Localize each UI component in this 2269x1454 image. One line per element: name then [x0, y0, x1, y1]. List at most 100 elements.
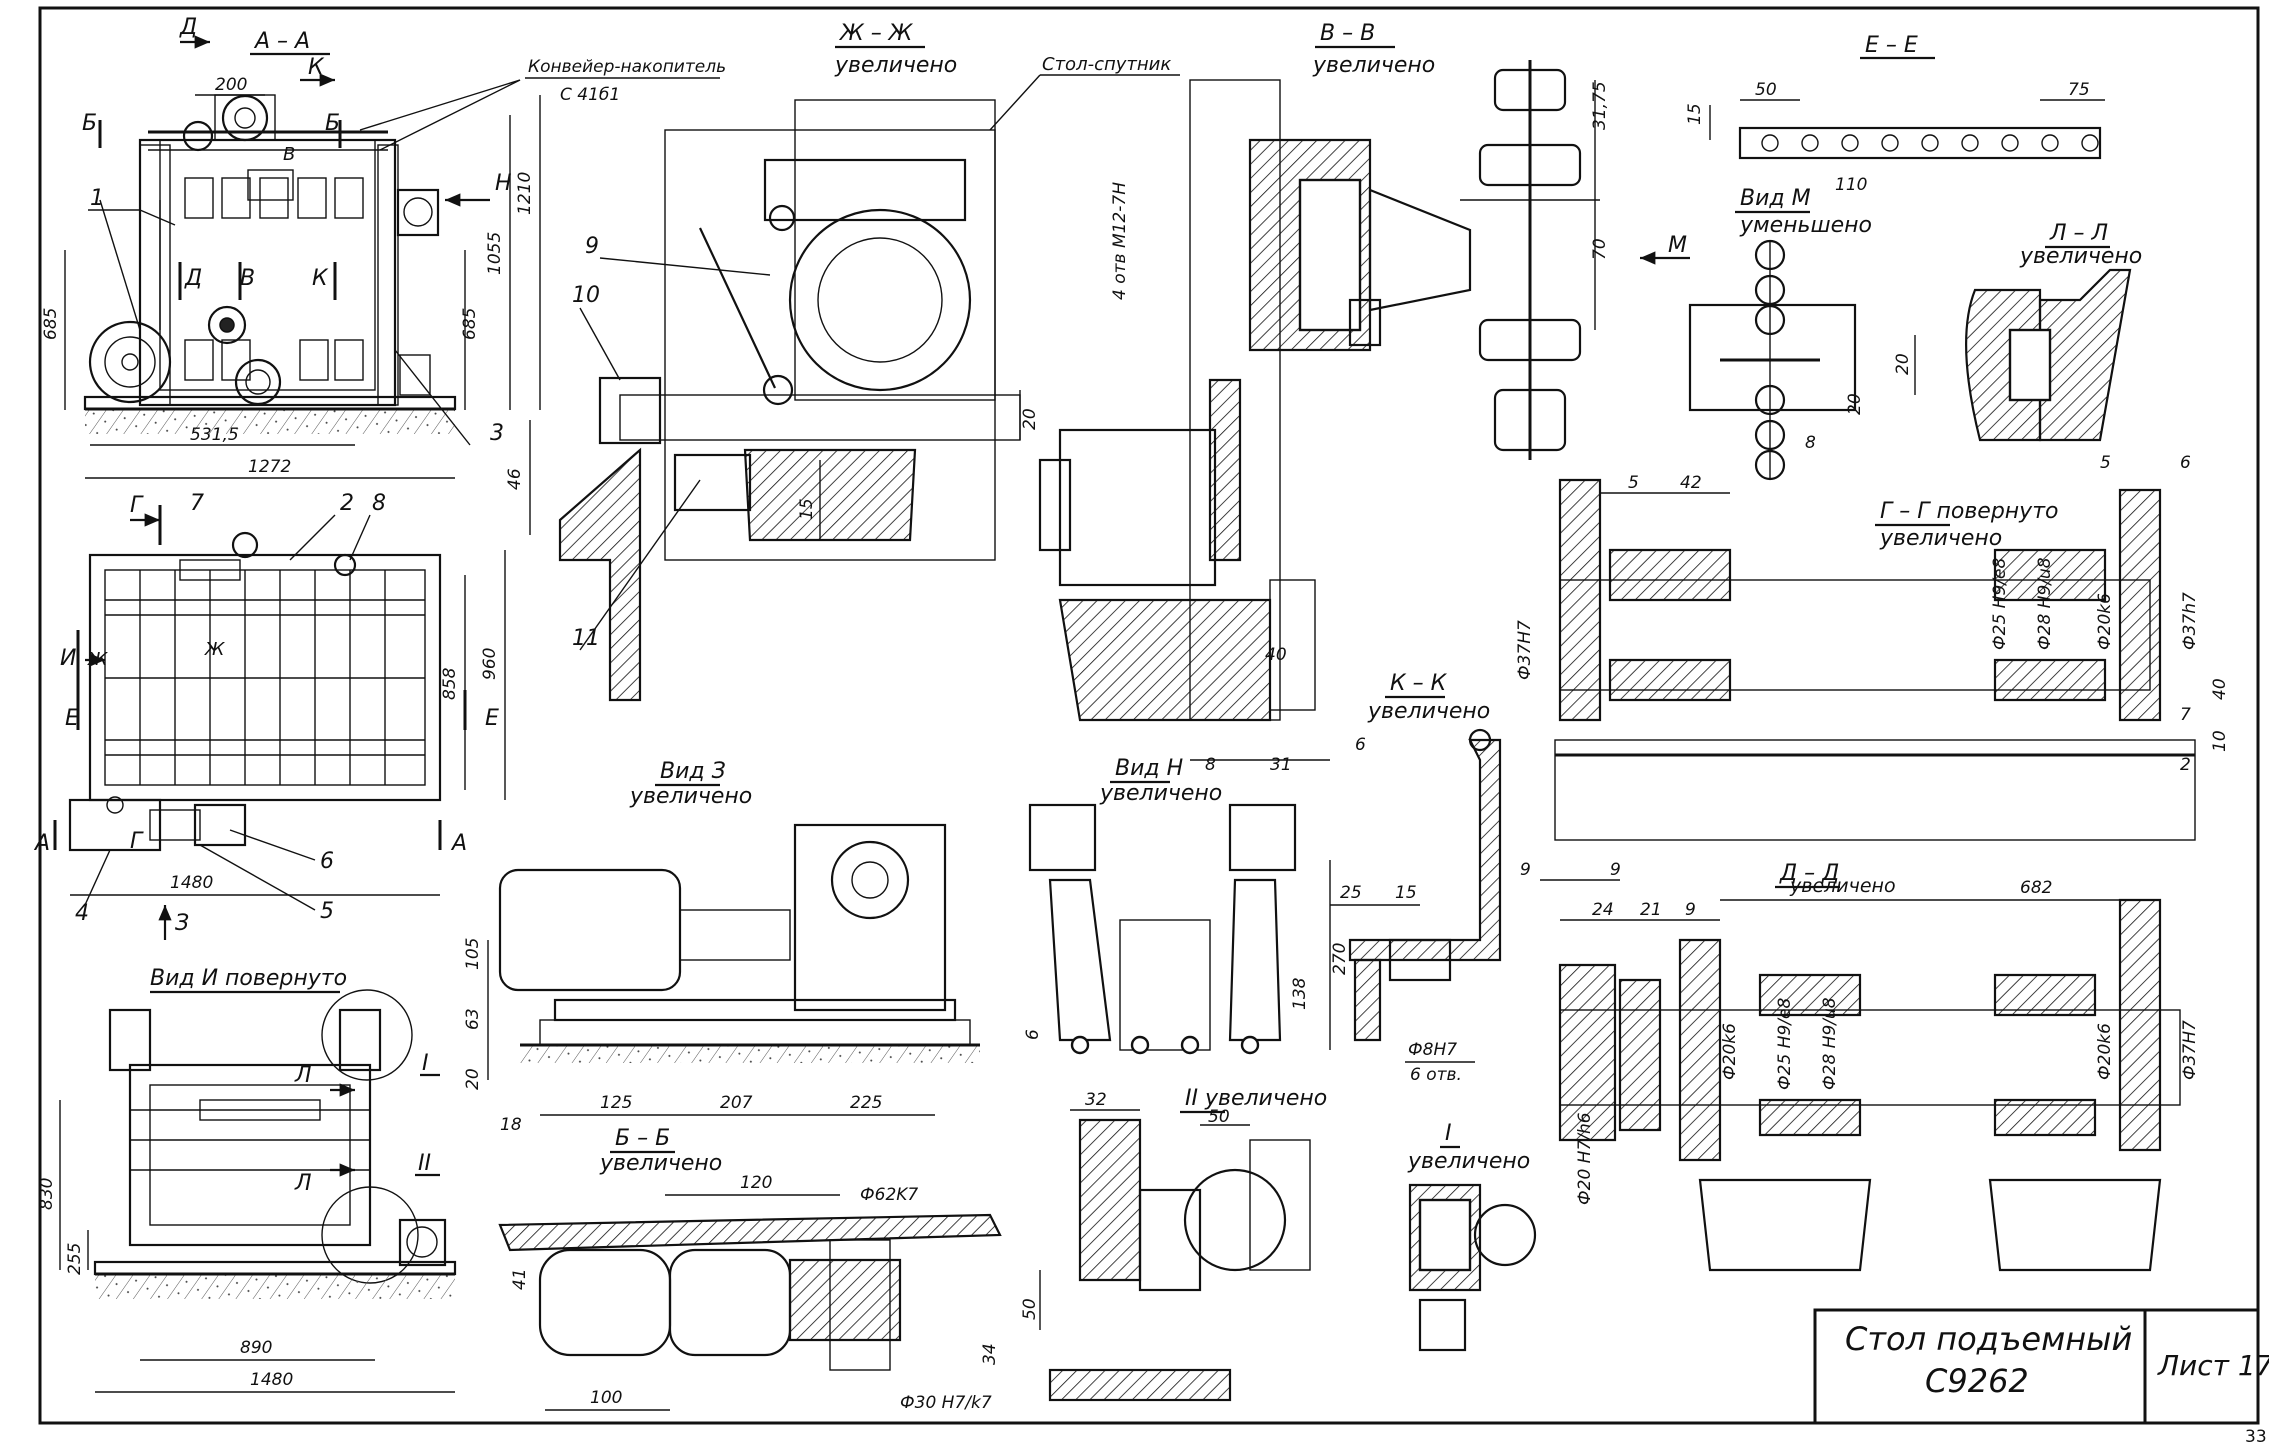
position-7: 7: [190, 491, 204, 516]
view-vid-i: Вид И повернуто Л Л I II 830 255 890 148…: [37, 966, 457, 1393]
view-section-dd: Д – Д увеличено 24 21 9 682 Ф20k6 Ф25 H9…: [1558, 861, 2200, 1272]
view-section-ll: Л – Л увеличено 20: [1893, 221, 2142, 442]
dim-kk-25: 25: [1340, 883, 1362, 903]
dim-vid-i-890: 890: [240, 1338, 272, 1358]
marker-g-plan-2: Г: [130, 829, 144, 854]
dim-gg-7: 7: [2180, 705, 2191, 725]
dim-vv-31-75: 31,75: [1590, 81, 1610, 130]
view-section-bb: Б – Б увеличено 120 Ф62K7 41 50 34 100 Ф…: [498, 1126, 1041, 1413]
dim-vid-i-830: 830: [37, 1178, 57, 1210]
dim-bb-d62k7: Ф62K7: [860, 1185, 918, 1205]
position-11: 11: [572, 626, 600, 651]
position-10: 10: [572, 283, 600, 308]
dim-vid-n-32: 32: [1085, 1090, 1107, 1110]
view-zhzh-title: Ж – Ж: [838, 21, 914, 46]
dim-gg-d37h7-right: Ф37h7: [2180, 592, 2200, 650]
view-kk-sub: увеличено: [1367, 699, 1490, 724]
view-aa-title: А – А: [253, 29, 310, 54]
view-vid-n-sub: увеличено: [1099, 781, 1222, 806]
view-detail-1-sub: увеличено: [1407, 1149, 1530, 1174]
position-5: 5: [320, 899, 334, 924]
dim-dd-9: 9: [1685, 900, 1696, 920]
dim-gg-d20k6: Ф20k6: [2095, 593, 2115, 650]
dim-bb-34: 34: [980, 1343, 1000, 1365]
dim-dd-d20k6-right: Ф20k6: [2095, 1023, 2115, 1080]
view-vid-z-sub: увеличено: [629, 784, 752, 809]
dim-aa-1210: 1210: [515, 172, 535, 215]
dim-dd-682: 682: [2020, 878, 2052, 898]
view-ee-title: Е – Е: [1865, 33, 1918, 58]
dim-bb-d30-fit: Ф30 H7/k7: [900, 1393, 992, 1413]
view-vid-m: Вид М уменьшено М 20 8: [1640, 186, 1872, 481]
title-block: Стол подъемный С9262 Лист 17: [1813, 1308, 2269, 1425]
view-vid-z: Вид З увеличено 105 63 20 18 125 207 225: [463, 759, 980, 1135]
dim-vid-n-6: 6: [1023, 1029, 1043, 1040]
detail-marker-1: I: [422, 1051, 429, 1076]
dim-ee-15: 15: [1685, 103, 1705, 125]
marker-zh-left: Ж: [87, 649, 108, 670]
view-section-kk: К – К увеличено 25 15 Ф8H7 6 отв.: [1330, 671, 1502, 1085]
position-4: 4: [75, 901, 89, 926]
dim-gg-d28: Ф28 H9/u8: [2035, 557, 2055, 650]
dim-vid-i-255: 255: [65, 1243, 85, 1275]
dim-kk-d8h7: Ф8H7: [1408, 1040, 1457, 1060]
dim-vid-n-270: 270: [1330, 943, 1350, 975]
marker-k-mid: К: [312, 266, 329, 291]
marker-m: М: [1668, 233, 1687, 258]
dim-dd-d25: Ф25 H9/e8: [1775, 998, 1795, 1090]
dim-zhzh-46: 46: [505, 468, 525, 490]
dim-vid-z-20: 20: [463, 1068, 483, 1090]
dim-bb-50: 50: [1020, 1298, 1040, 1320]
dim-dd-d20-fit: Ф20 H7/h6: [1575, 1112, 1595, 1205]
view-vid-i-title: Вид И повернуто: [150, 966, 347, 991]
marker-n: Н: [495, 171, 512, 196]
dim-vid-m-20: 20: [1845, 393, 1865, 415]
dim-gg-d37h7: Ф37H7: [1515, 620, 1535, 680]
view-gg-sub: увеличено: [1879, 526, 2002, 551]
marker-a-left: А: [33, 831, 50, 856]
view-section-zhzh: Ж – Ж увеличено Стол-спутник 9 10 11 20 …: [505, 21, 1180, 702]
view-dd-title: Д – Д: [1779, 861, 1839, 886]
view-kk-title: К – К: [1390, 671, 1448, 696]
view-zhzh-sub: увеличено: [834, 53, 957, 78]
sheet-number-label: Лист 17: [2157, 1349, 2269, 1382]
view-section-gg: Г – Г повернуто увеличено 5 42 5 6 Ф37H7…: [1515, 453, 2230, 881]
dim-gg-5-left: 5: [1628, 473, 1639, 493]
view-detail-2-title: II увеличено: [1185, 1086, 1327, 1111]
view-bb-title: Б – Б: [615, 1126, 670, 1151]
view-section-vv: В – В увеличено 4 отв М12-7Н 31,75 70 40…: [1038, 21, 1610, 775]
dim-gg-d25: Ф25 H9/e8: [1990, 558, 2010, 650]
dim-gg-10: 10: [2210, 730, 2230, 752]
view-vid-n: Вид Н увеличено 270 138 6 32: [1023, 756, 1350, 1111]
marker-e-left: Е: [65, 706, 79, 731]
marker-a-right: А: [450, 831, 467, 856]
marker-g-plan: Г: [130, 493, 144, 518]
dim-vid-i-1480: 1480: [250, 1370, 293, 1390]
position-1: 1: [90, 186, 104, 211]
marker-v-top: В: [283, 144, 295, 165]
dim-gg-9-left: 9: [1520, 860, 1531, 880]
page-number: 33: [2245, 1427, 2267, 1447]
dim-aa-1272: 1272: [248, 457, 291, 477]
dim-ll-20: 20: [1893, 353, 1913, 375]
view-dd-sub: увеличено: [1789, 875, 1896, 897]
view-bb-sub: увеличено: [599, 1151, 722, 1176]
dim-bb-120: 120: [740, 1173, 772, 1193]
dim-gg-6: 6: [2180, 453, 2191, 473]
dim-vid-z-125: 125: [600, 1093, 632, 1113]
note-4-holes: 4 отв М12-7Н: [1110, 182, 1130, 300]
position-9: 9: [585, 234, 599, 259]
dim-vid-z-18: 18: [500, 1115, 522, 1135]
dim-dd-d28: Ф28 H9/u8: [1820, 997, 1840, 1090]
dim-dd-d37h7: Ф37H7: [2180, 1020, 2200, 1080]
dim-plan-1480: 1480: [170, 873, 213, 893]
marker-v-mid: В: [240, 266, 255, 291]
dim-gg-5-right: 5: [2100, 453, 2111, 473]
marker-k-top: К: [308, 55, 325, 80]
marker-d-mid: Д: [184, 266, 202, 291]
view-detail-1: I увеличено: [1407, 1121, 1537, 1352]
title-block-frame: [1813, 1308, 2260, 1425]
marker-b-left: Б: [82, 111, 97, 136]
view-vv-sub: увеличено: [1312, 53, 1435, 78]
marker-i: И: [60, 646, 76, 671]
